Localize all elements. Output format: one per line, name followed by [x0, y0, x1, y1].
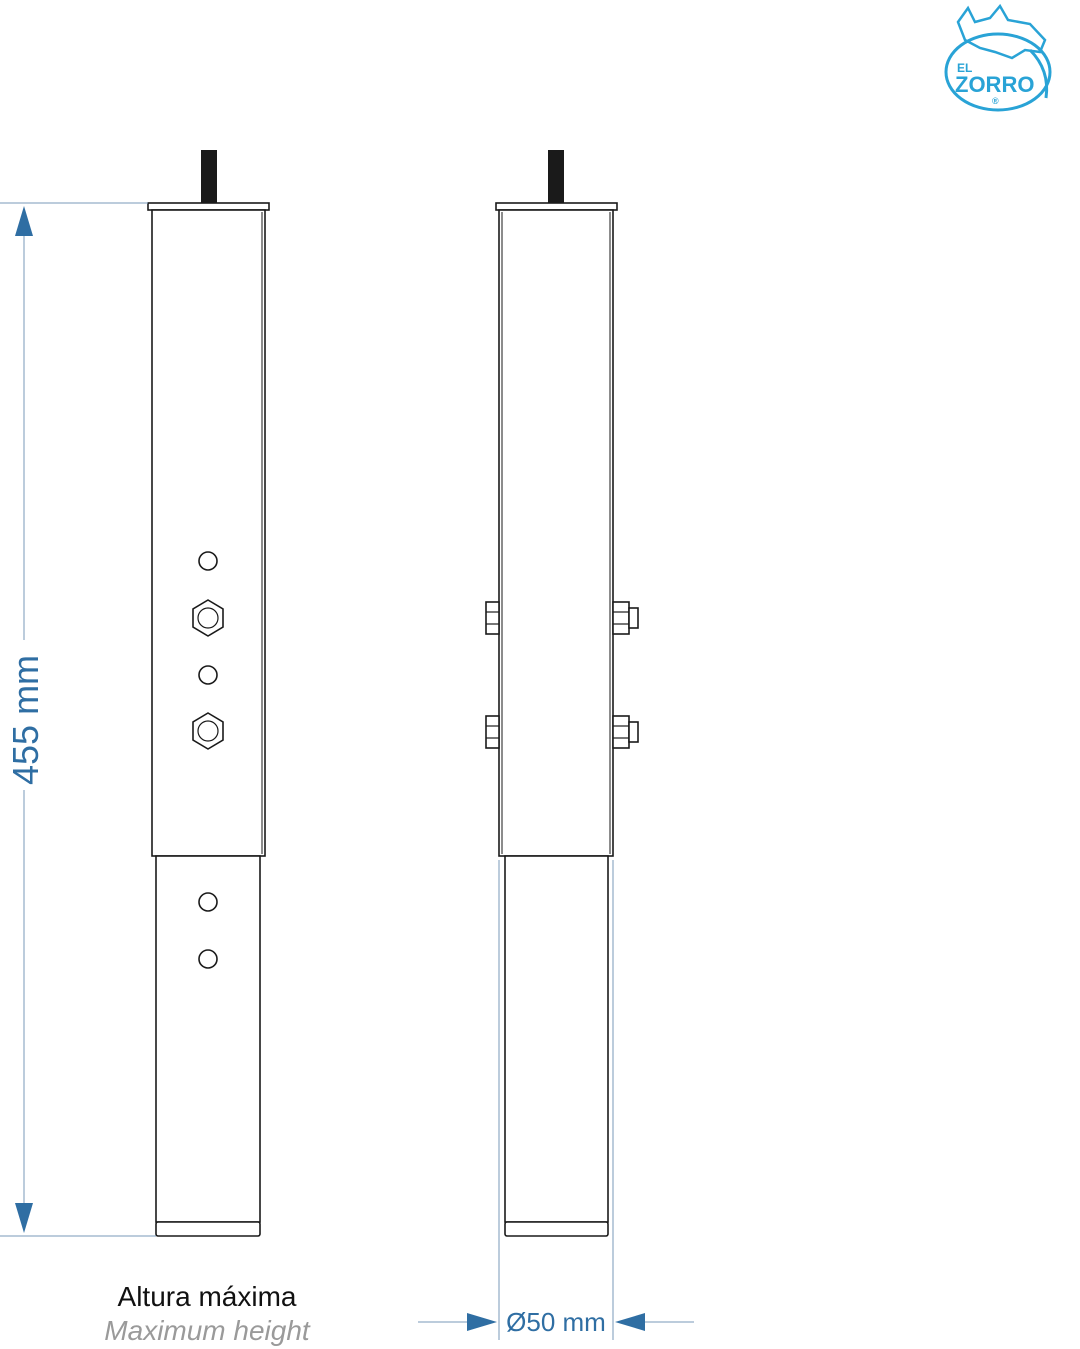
- arrow-down-icon: [15, 1203, 33, 1233]
- outer-tube: [151, 209, 266, 857]
- nut-right: [612, 601, 639, 635]
- logo-name-text: ZORRO: [955, 72, 1034, 97]
- fox-icon: [956, 3, 1047, 60]
- bolt-head-left: [485, 601, 500, 635]
- height-dimension: 455 mm: [0, 202, 156, 1237]
- bolt-head-left: [485, 715, 500, 749]
- el-zorro-logo: EL ZORRO ®: [944, 3, 1052, 112]
- threaded-rod: [201, 150, 217, 204]
- inner-tube: [504, 855, 609, 1223]
- arrow-left-icon: [615, 1313, 645, 1331]
- adjustment-hole: [198, 949, 218, 969]
- caption-spanish: Altura máxima: [118, 1281, 297, 1312]
- arrow-right-icon: [467, 1313, 497, 1331]
- adjustment-hole: [198, 551, 218, 571]
- outer-tube: [498, 209, 614, 857]
- nut-right: [612, 715, 639, 749]
- logo-registered-mark: ®: [992, 96, 999, 106]
- hex-bolt: [192, 599, 224, 637]
- side-view: [485, 150, 639, 1237]
- height-label: 455 mm: [5, 655, 46, 785]
- threaded-rod: [548, 150, 564, 204]
- top-plate: [147, 202, 270, 211]
- adjustment-hole: [198, 665, 218, 685]
- diameter-label: Ø50 mm: [506, 1307, 606, 1337]
- caption-english: Maximum height: [104, 1315, 311, 1346]
- foot-base: [155, 1221, 261, 1237]
- diameter-dimension: Ø50 mm: [418, 860, 694, 1340]
- top-plate: [495, 202, 618, 211]
- front-view: [147, 150, 270, 1237]
- arrow-up-icon: [15, 206, 33, 236]
- hex-bolt: [192, 712, 224, 750]
- adjustment-hole: [198, 892, 218, 912]
- foot-base: [504, 1221, 609, 1237]
- logo-top-text: EL: [957, 61, 972, 75]
- inner-tube: [155, 855, 261, 1223]
